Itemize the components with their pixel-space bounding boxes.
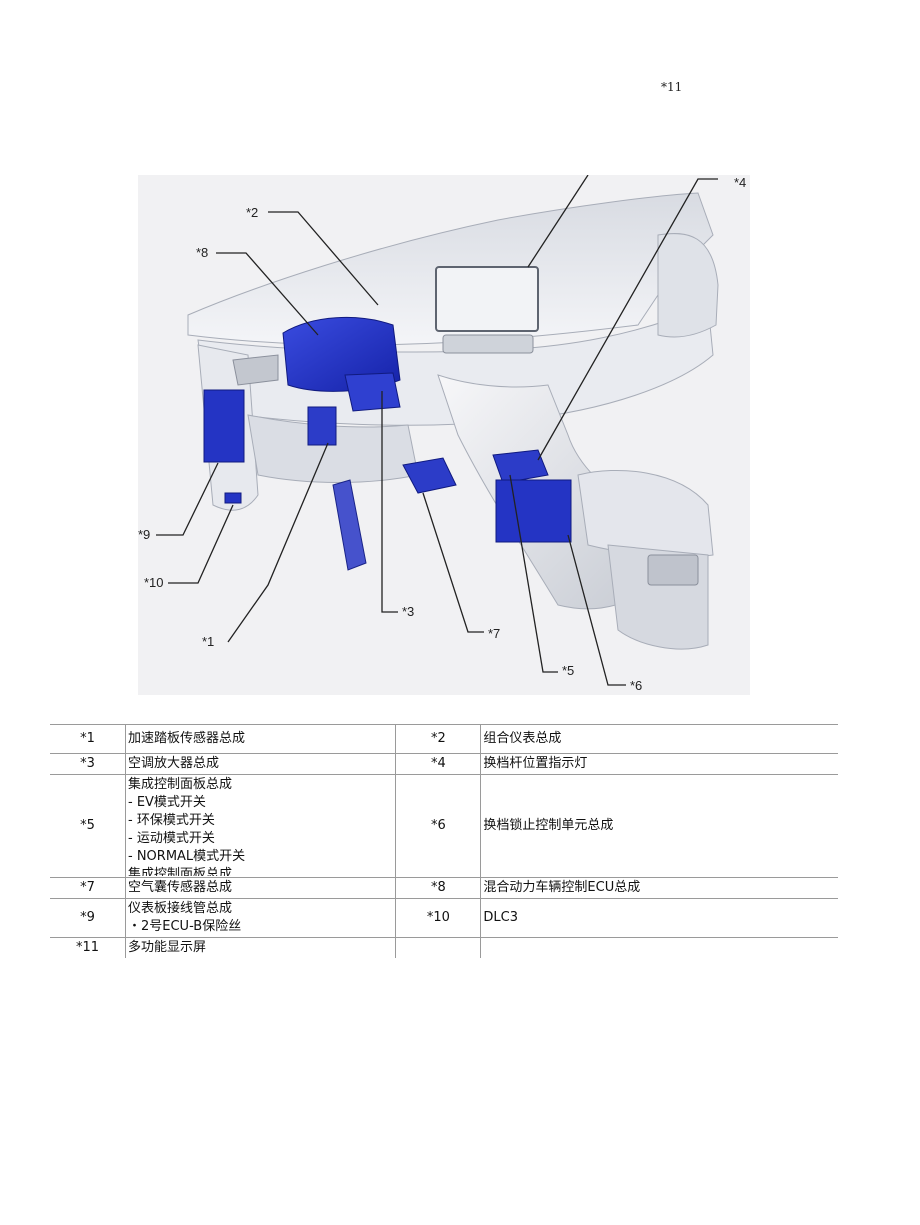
legend-description: DLC3: [480, 898, 838, 938]
legend-row: *3 空调放大器总成 *4 换档杆位置指示灯: [50, 753, 838, 775]
legend-description: 空气囊传感器总成: [124, 877, 396, 899]
legend-row: *11 多功能显示屏: [50, 937, 838, 958]
legend-number: *6: [395, 774, 481, 878]
callout-3: *3: [402, 604, 415, 619]
legend-row: *1 加速踏板传感器总成 *2 组合仪表总成: [50, 724, 838, 754]
callout-4: *4: [734, 175, 747, 190]
legend-description: [480, 937, 838, 958]
legend-number: *5: [50, 774, 126, 878]
legend-description: 换档锁止控制单元总成: [480, 774, 838, 878]
legend-description: 换档杆位置指示灯: [480, 753, 838, 775]
legend-description: 加速踏板传感器总成: [124, 724, 396, 754]
legend-number: *4: [395, 753, 481, 775]
legend-number: *3: [50, 753, 126, 775]
callout-10: *10: [144, 575, 164, 590]
legend-number: *10: [395, 898, 481, 938]
legend-row: *7 空气囊传感器总成 *8 混合动力车辆控制ECU总成: [50, 877, 838, 899]
callout-2: *2: [246, 205, 259, 220]
legend-description: 组合仪表总成: [480, 724, 838, 754]
legend-description: 空调放大器总成: [124, 753, 396, 775]
legend-row: *5 集成控制面板总成 - EV模式开关 - 环保模式开关 - 运动模式开关 -…: [50, 774, 838, 878]
legend-number: *2: [395, 724, 481, 754]
legend-number: [395, 937, 481, 958]
legend-description: 多功能显示屏: [124, 937, 396, 958]
legend-number: *1: [50, 724, 126, 754]
callout-7: *7: [488, 626, 501, 641]
callout-9: *9: [138, 527, 151, 542]
dashboard-illustration: [156, 174, 719, 686]
legend-row: *9 仪表板接线管总成 ・2号ECU-B保险丝 *10 DLC3: [50, 898, 838, 938]
legend-description: 集成控制面板总成 - EV模式开关 - 环保模式开关 - 运动模式开关 - NO…: [124, 774, 396, 878]
legend-table: *1 加速踏板传感器总成 *2 组合仪表总成 *3 空调放大器总成 *4 换档杆…: [50, 724, 838, 958]
legend-number: *9: [50, 898, 126, 938]
legend-description: 混合动力车辆控制ECU总成: [480, 877, 838, 899]
legend-number: *8: [395, 877, 481, 899]
callout-1: *1: [202, 634, 215, 649]
callout-11-top: *11: [661, 80, 683, 94]
callout-5: *5: [562, 663, 575, 678]
legend-number: *11: [50, 937, 126, 958]
dashboard-diagram: *2 *8 *4 *9 *10 *1 *3 *7 *5 *6: [138, 174, 750, 695]
legend-number: *7: [50, 877, 126, 899]
callout-6: *6: [630, 678, 643, 693]
legend-description: 仪表板接线管总成 ・2号ECU-B保险丝: [124, 898, 396, 938]
callout-8: *8: [196, 245, 209, 260]
